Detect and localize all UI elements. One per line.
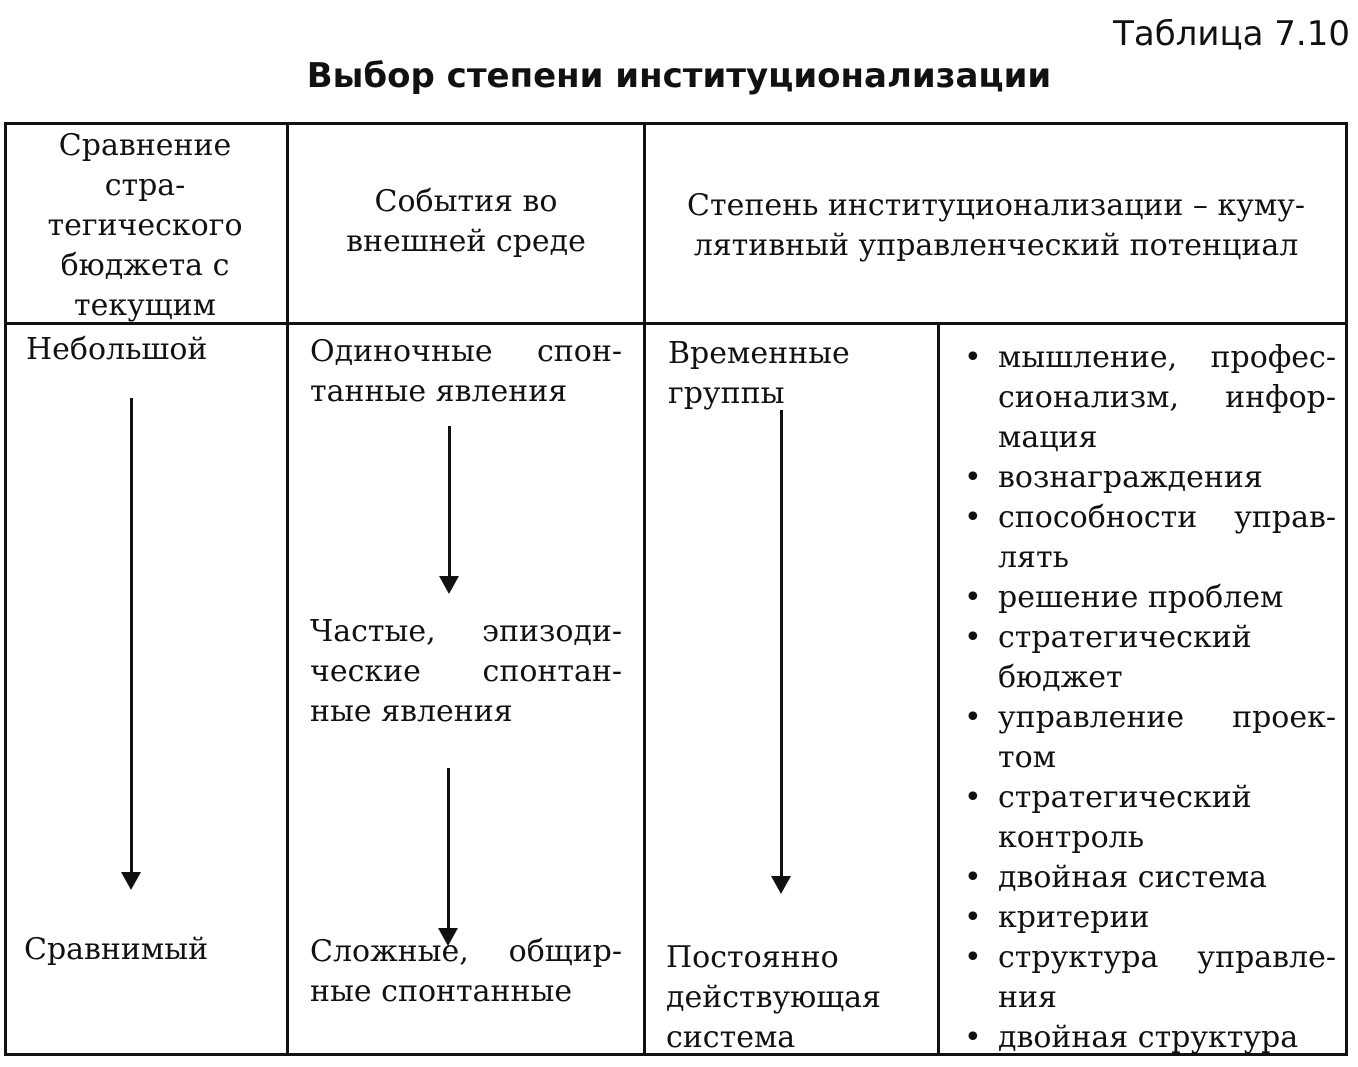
header-col1-line: бюджета с bbox=[60, 248, 230, 283]
list-item: двойная структура bbox=[940, 1018, 1336, 1058]
header-col1-line: стра- bbox=[104, 168, 186, 203]
list-item-line: структура управле- bbox=[998, 940, 1336, 975]
list-item: критерии bbox=[940, 898, 1336, 938]
list-item-line: том bbox=[998, 740, 1056, 775]
col1-top-text: Небольшой bbox=[26, 332, 208, 367]
list-item-line: мышление, профес- bbox=[998, 340, 1336, 375]
col3-bottom-line: Постоянно bbox=[666, 940, 839, 975]
bullet-icon bbox=[964, 458, 982, 498]
list-item-line: ния bbox=[998, 980, 1057, 1015]
col2-arrow2-shaft bbox=[447, 768, 450, 930]
col3-top-text: Временные группы bbox=[668, 334, 850, 414]
bullet-icon bbox=[964, 338, 982, 378]
header-col2-line: События во bbox=[374, 184, 558, 219]
list-item-line: сионализм, инфор- bbox=[998, 380, 1336, 415]
list-item: вознаграждения bbox=[940, 458, 1336, 498]
list-item: структура управле- ния bbox=[940, 938, 1336, 1018]
header-col1-line: текущим bbox=[74, 288, 216, 323]
bullet-icon bbox=[964, 898, 982, 938]
list-item-line: критерии bbox=[998, 900, 1150, 935]
list-item-line: управление проек- bbox=[998, 700, 1336, 735]
col3-bottom-line: действующая bbox=[666, 980, 881, 1015]
col2-middle-text: Частые, эпизоди- ческие спонтан- ные явл… bbox=[310, 612, 622, 732]
col3-bottom-text: Постоянно действующая система bbox=[666, 938, 881, 1058]
bullet-icon bbox=[964, 1018, 982, 1058]
col3-arrow-shaft bbox=[780, 410, 783, 878]
header-col1-line: Сравнение bbox=[58, 128, 232, 163]
bullet-icon bbox=[964, 578, 982, 618]
col2-middle-line: ные явления bbox=[310, 694, 513, 729]
col2-arrow1-shaft bbox=[448, 426, 451, 578]
table-label: Таблица 7.10 bbox=[1113, 14, 1350, 54]
col2-arrow1-head-icon bbox=[439, 576, 459, 594]
col1-arrow-shaft bbox=[130, 398, 133, 874]
col2-arrow2-head-icon bbox=[438, 928, 458, 946]
column-divider-1 bbox=[286, 122, 289, 1056]
list-item: мышление, профес- сионализм, инфор- маци… bbox=[940, 338, 1336, 458]
header-col1-line: тегического bbox=[47, 208, 243, 243]
list-item-line: бюджет bbox=[998, 660, 1123, 695]
header-col3: Степень институционализации – куму- ляти… bbox=[646, 186, 1346, 266]
list-item: решение проблем bbox=[940, 578, 1336, 618]
header-col1: Сравнение стра- тегического бюджета с те… bbox=[4, 126, 286, 326]
bullet-icon bbox=[964, 698, 982, 738]
col2-bottom-line: ные спонтанные bbox=[310, 974, 573, 1009]
col3-top-line: Временные bbox=[668, 336, 850, 371]
col3-arrow-head-icon bbox=[771, 876, 791, 894]
table-title: Выбор степени институционализации bbox=[306, 56, 1052, 96]
list-item-line: лять bbox=[998, 540, 1069, 575]
bullet-icon bbox=[964, 938, 982, 978]
bullet-icon bbox=[964, 618, 982, 658]
col3-bottom-line: система bbox=[666, 1020, 796, 1055]
header-col2: События во внешней среде bbox=[289, 182, 643, 262]
col2-middle-line: ческие спонтан- bbox=[310, 654, 622, 689]
col2-top-line: Одиночные спон- bbox=[310, 334, 622, 369]
list-item: управление проек- том bbox=[940, 698, 1336, 778]
list-item-line: решение проблем bbox=[998, 580, 1284, 615]
header-col2-line: внешней среде bbox=[346, 224, 586, 259]
list-item-line: контроль bbox=[998, 820, 1145, 855]
col1-bottom-text: Сравнимый bbox=[24, 932, 209, 967]
bullet-icon bbox=[964, 498, 982, 538]
list-item: способности управ- лять bbox=[940, 498, 1336, 578]
list-item: стратегический контроль bbox=[940, 778, 1336, 858]
table-frame bbox=[4, 122, 1348, 1056]
col2-top-line: танные явления bbox=[310, 374, 568, 409]
col4-bullet-list-wrap: мышление, профес- сионализм, инфор- маци… bbox=[940, 338, 1336, 1058]
header-col3-line: лятивный управленческий потенциал bbox=[693, 228, 1299, 263]
header-divider bbox=[4, 322, 1348, 325]
col2-middle-line: Частые, эпизоди- bbox=[310, 614, 622, 649]
list-item-line: двойная структура bbox=[998, 1020, 1299, 1055]
list-item: двойная система bbox=[940, 858, 1336, 898]
column-divider-2 bbox=[643, 122, 646, 1056]
list-item-line: способности управ- bbox=[998, 500, 1336, 535]
col2-bottom-line: Сложные, общир- bbox=[310, 934, 622, 969]
list-item: стратегический бюджет bbox=[940, 618, 1336, 698]
col3-top-line: группы bbox=[668, 376, 785, 411]
col4-bullet-list: мышление, профес- сионализм, инфор- маци… bbox=[940, 338, 1336, 1058]
col2-top-text: Одиночные спон- танные явления bbox=[310, 332, 622, 412]
bullet-icon bbox=[964, 778, 982, 818]
list-item-line: стратегический bbox=[998, 620, 1252, 655]
col2-bottom-text: Сложные, общир- ные спонтанные bbox=[310, 932, 622, 1012]
list-item-line: вознаграждения bbox=[998, 460, 1263, 495]
list-item-line: двойная система bbox=[998, 860, 1267, 895]
column-divider-3 bbox=[937, 324, 940, 1056]
col1-arrow-head-icon bbox=[121, 872, 141, 890]
header-col3-line: Степень институционализации – куму- bbox=[687, 188, 1305, 223]
list-item-line: стратегический bbox=[998, 780, 1252, 815]
bullet-icon bbox=[964, 858, 982, 898]
list-item-line: мация bbox=[998, 420, 1098, 455]
